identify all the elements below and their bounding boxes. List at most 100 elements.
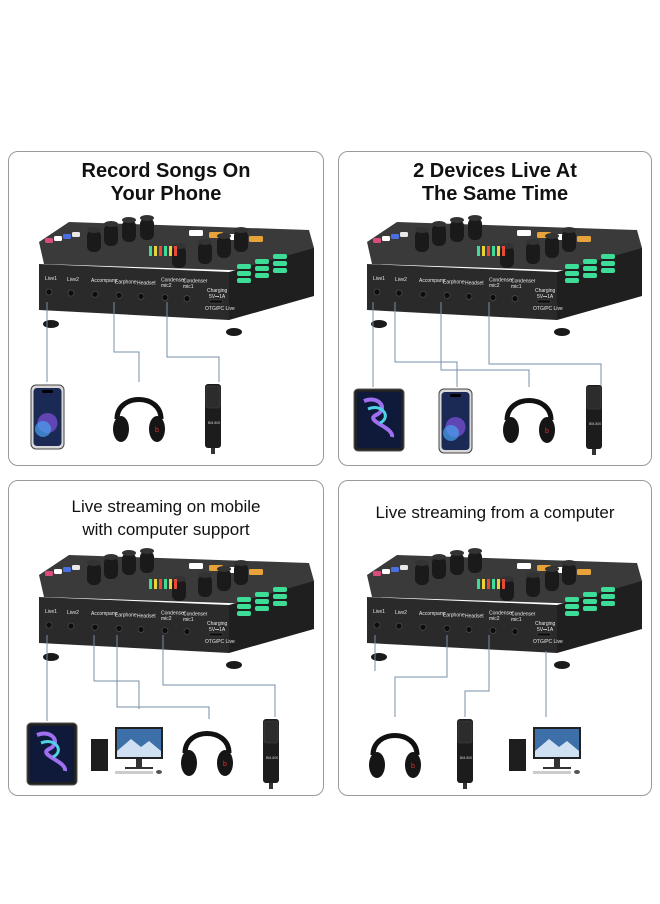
port-label: Live1 (373, 609, 385, 615)
effect-button (189, 230, 203, 236)
audio-port (137, 293, 145, 300)
sound-effect-button (583, 259, 597, 264)
panel-title: Live streaming from a computer (339, 501, 651, 524)
sound-effect-button (237, 604, 251, 609)
svg-text:BM-800: BM-800 (208, 421, 220, 425)
port-label: Earphone (115, 279, 137, 285)
mixer-knob (234, 230, 248, 252)
audio-port (511, 628, 519, 635)
level-meter (154, 579, 157, 589)
audio-port (419, 623, 427, 631)
sound-effect-button (565, 597, 579, 602)
effect-button (517, 563, 531, 569)
mixer-knob-cap (198, 572, 212, 578)
mixer-knob-cap (140, 548, 154, 554)
mixer-knob-cap (122, 550, 136, 556)
port-label: Accompany (419, 278, 446, 284)
svg-text:BM-800: BM-800 (266, 756, 278, 760)
port-label: Headset (465, 280, 484, 286)
level-meter (149, 579, 152, 589)
mixer-knob (450, 220, 464, 242)
usb-port (208, 299, 224, 304)
mixer-knob (87, 563, 101, 585)
mixer-front-face (367, 264, 557, 320)
audio-port (67, 622, 75, 630)
effect-button (373, 571, 381, 576)
sound-effect-button (255, 592, 269, 597)
mixer-front-face (39, 597, 229, 653)
connection-lines (372, 302, 602, 387)
sound-effect-button (255, 259, 269, 264)
title-line-1: Live streaming from a computer (375, 503, 615, 522)
port-label: Earphone (115, 612, 137, 618)
mixer-knob-cap (104, 554, 118, 560)
panel-title: Live streaming on mobile with computer s… (9, 495, 323, 541)
effect-button (577, 236, 591, 242)
headphones-icon: b (113, 397, 165, 442)
port-label: Live2 (67, 277, 79, 283)
level-meter (164, 246, 167, 256)
headphones-icon: b (369, 733, 421, 778)
panel-two-devices: 2 Devices Live At The Same Time Live1 Liv… (338, 151, 652, 466)
otg-label: OTG/PC Live (533, 639, 563, 645)
sound-effect-button (255, 266, 269, 271)
mixer-foot (226, 661, 242, 669)
mixer-knob-cap (526, 239, 540, 245)
svg-text:b: b (223, 761, 227, 768)
panel-title: 2 Devices Live At The Same Time (339, 160, 651, 206)
charging-label: Charging (535, 288, 556, 294)
sound-effect-button (237, 264, 251, 269)
svg-text:b: b (411, 763, 415, 770)
level-meter (174, 246, 177, 256)
effect-button (54, 569, 62, 574)
charging-label: Charging (535, 621, 556, 627)
mixer-knob-cap (545, 566, 559, 572)
title-line-2: Your Phone (110, 183, 222, 205)
level-meter (477, 246, 480, 256)
mixer-knob-cap (432, 554, 446, 560)
panel-title: Record Songs On Your Phone (9, 160, 323, 206)
effect-button (45, 238, 53, 243)
mixer-knob-cap (415, 227, 429, 233)
effect-button (72, 232, 80, 237)
mixer-knob (122, 553, 136, 575)
port-label: Live1 (45, 609, 57, 615)
effect-button (577, 569, 591, 575)
mixer-knob-cap (87, 560, 101, 566)
mixer-knob-cap (450, 217, 464, 223)
mixer-knob-cap (217, 233, 231, 239)
level-meter (502, 579, 505, 589)
sound-effect-button (237, 271, 251, 276)
mixer-foot (554, 328, 570, 336)
mixer-knob (198, 242, 212, 264)
audio-port (373, 621, 381, 629)
svg-text:b: b (155, 427, 159, 434)
level-meter (482, 246, 485, 256)
svg-text:BM-800: BM-800 (589, 422, 601, 426)
charging-label: Charging (207, 288, 228, 294)
port-label: Live2 (67, 610, 79, 616)
sound-effect-button (601, 268, 615, 273)
effect-button (189, 563, 203, 569)
port-label: Live2 (395, 277, 407, 283)
sound-effect-button (583, 599, 597, 604)
sound-effect-button (565, 264, 579, 269)
charging-spec-label: 5V⎓1A (537, 294, 554, 300)
sound-effect-button (273, 587, 287, 592)
mixer-knob-cap (468, 215, 482, 221)
port-label: Live1 (373, 276, 385, 282)
phone-icon (30, 384, 65, 450)
port-label: Accompany (419, 611, 446, 617)
svg-text:b: b (545, 428, 549, 435)
mixer-knob (415, 563, 429, 585)
computer-icon (91, 727, 163, 774)
mixer-knob (234, 563, 248, 585)
audio-port (419, 290, 427, 298)
title-line-2: The Same Time (421, 183, 569, 205)
effect-button (249, 569, 263, 575)
